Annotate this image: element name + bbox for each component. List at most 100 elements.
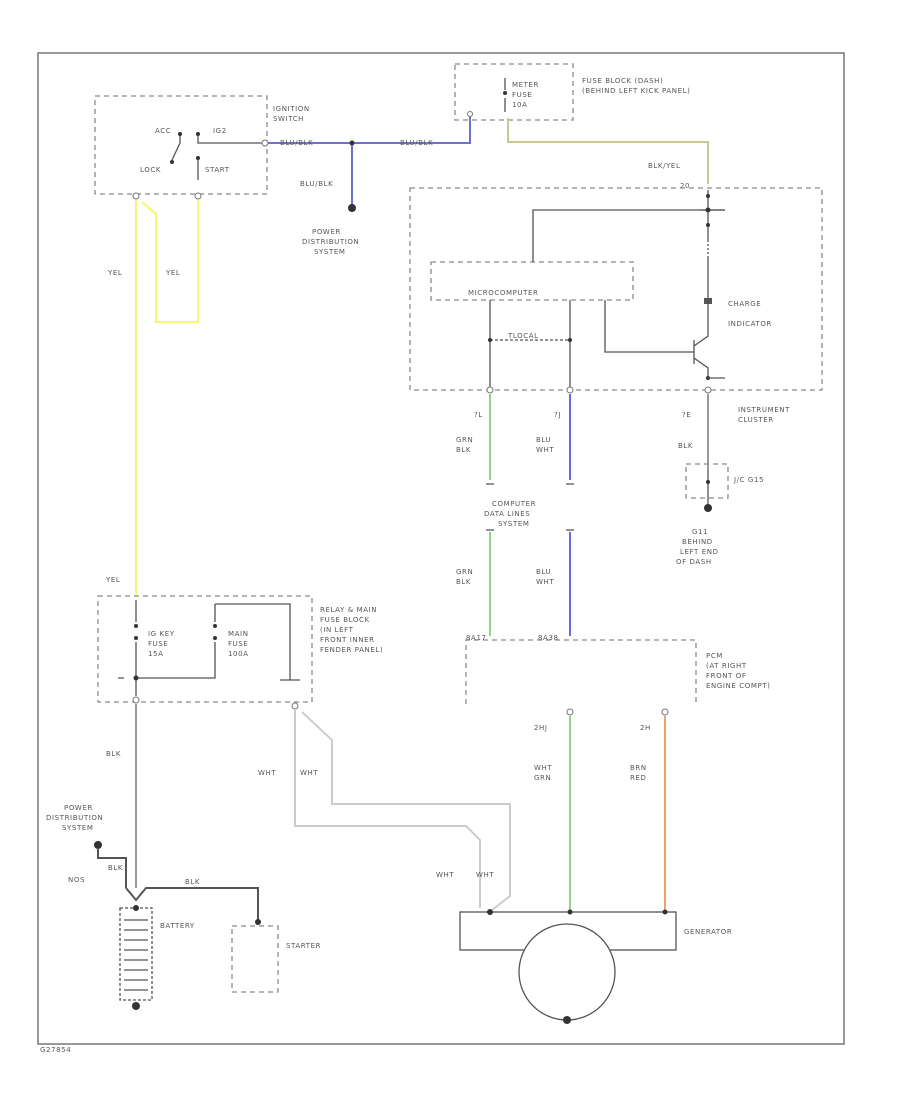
generator: GENERATOR xyxy=(459,909,732,1024)
pcm-pin-1: 8A17 xyxy=(466,634,487,642)
power-dist-bot-2: DISTRIBUTION xyxy=(46,814,103,822)
computer-data-3: SYSTEM xyxy=(498,520,530,528)
wire-wht-c: WHT xyxy=(436,871,454,879)
diagram-frame xyxy=(37,52,845,1045)
ignition-title-1: IGNITION xyxy=(273,105,310,113)
meter-fuse-node xyxy=(503,91,507,95)
relay-title-1: RELAY & MAIN xyxy=(320,606,377,614)
charge-indicator-1: CHARGE xyxy=(728,300,761,308)
wire-ic-grn-2: BLK xyxy=(456,446,471,454)
relay-terminal xyxy=(132,696,140,704)
pcm-box xyxy=(465,639,697,704)
power-dist-bot-3: SYSTEM xyxy=(62,824,94,832)
wire-ic-grn-1: GRN xyxy=(456,436,473,444)
relay-node xyxy=(213,636,217,640)
charge-indicator-lamp xyxy=(704,298,712,304)
ignition-node xyxy=(196,156,200,160)
generator-terminal xyxy=(662,909,668,915)
ignition-acc: ACC xyxy=(155,127,171,135)
battery-ground xyxy=(132,1002,140,1010)
transistor xyxy=(693,304,709,378)
generator-body xyxy=(518,923,616,1021)
ignition-terminal xyxy=(261,139,269,147)
relay-main-bus xyxy=(215,603,291,680)
wire-gen-grn-1: WHT xyxy=(534,764,552,772)
wire-pcm-blu-1: BLU xyxy=(536,568,551,576)
relay-title-5: FENDER PANEL) xyxy=(320,646,383,654)
ignition-contact-1 xyxy=(171,134,181,161)
wire-yel-label-2: YEL xyxy=(165,269,180,277)
cluster-node xyxy=(706,223,710,227)
fuse-block-dash: FUSE BLOCK (DASH) (BEHIND LEFT KICK PANE… xyxy=(454,63,690,121)
wire-label-blu-blk-3: BLU/BLK xyxy=(300,180,333,188)
generator-label: GENERATOR xyxy=(684,928,732,936)
relay-fuse2-line xyxy=(136,604,216,679)
generator-ground xyxy=(563,1016,571,1024)
wire-relay-blk: BLK xyxy=(106,704,137,888)
pcm-title-1: PCM xyxy=(706,652,723,660)
jc-box xyxy=(685,463,729,499)
wire-wht-a: WHT xyxy=(258,769,276,777)
wire-wht: WHT WHT WHT WHT xyxy=(258,710,511,911)
ground-g11-3: LEFT END xyxy=(680,548,719,556)
cluster-pin-mid: ?J xyxy=(554,411,561,419)
starter-terminal xyxy=(255,919,261,925)
wire-ic-blk: BLK xyxy=(678,442,693,450)
gen-pin-1: 2HJ xyxy=(534,724,548,732)
pcm-title-2: (AT RIGHT xyxy=(706,662,747,670)
wire-gen-brn-2: RED xyxy=(630,774,646,782)
cluster-node xyxy=(705,207,711,213)
relay-fuse2-3: 100A xyxy=(228,650,249,658)
wire-yel-label-1: YEL xyxy=(107,269,122,277)
wire-label-blu-blk-1: BLU/BLK xyxy=(280,139,313,147)
ignition-terminal xyxy=(132,192,140,200)
cluster-bus xyxy=(532,209,725,262)
relay-node xyxy=(133,675,139,681)
ignition-terminal xyxy=(194,192,202,200)
fuse-block-title-2: (BEHIND LEFT KICK PANEL) xyxy=(582,87,690,95)
wire-pcm-grn-2: BLK xyxy=(456,578,471,586)
ignition-node xyxy=(196,132,200,136)
wire-label-blu-blk-2: BLU/BLK xyxy=(400,139,433,147)
power-dist-top-1: POWER xyxy=(312,228,341,236)
pcm-title-4: ENGINE COMPT) xyxy=(706,682,771,690)
ground-g11-2: BEHIND xyxy=(682,538,713,546)
ignition-contact-2 xyxy=(197,134,262,144)
wire-ign-to-fuse xyxy=(268,116,471,144)
pcm-pin-2: 8A38 xyxy=(538,634,559,642)
wire-meter-out xyxy=(507,118,709,184)
pcm: PCM (AT RIGHT FRONT OF ENGINE COMPT) 8A1… xyxy=(465,634,771,732)
power-dist-top-3: SYSTEM xyxy=(314,248,346,256)
relay-node xyxy=(134,624,138,628)
relay-fuse2-1: MAIN xyxy=(228,630,249,638)
cluster-title-1: INSTRUMENT xyxy=(738,406,790,414)
meter-fuse-2: FUSE xyxy=(512,91,532,99)
cluster-wires: GRN BLK BLU WHT BLK J/C G15 G11 BEHIND L… xyxy=(456,394,763,636)
fuse-terminal xyxy=(467,111,473,117)
generator-wires: WHT GRN BRN RED xyxy=(534,716,666,910)
wire-ic-blu-1: BLU xyxy=(536,436,551,444)
computer-data-1: COMPUTER xyxy=(492,500,536,508)
comm-node xyxy=(568,338,572,342)
instrument-cluster: INSTRUMENT CLUSTER MICROCOMPUTER CHARGE … xyxy=(409,187,823,424)
wire-gen-grn-2: GRN xyxy=(534,774,551,782)
battery-cells xyxy=(124,919,148,991)
relay-fuse1-2: FUSE xyxy=(148,640,168,648)
wire-wht-outer xyxy=(294,710,481,908)
relay-title-3: (IN LEFT xyxy=(320,626,354,634)
power-dist-top-2: DISTRIBUTION xyxy=(302,238,359,246)
transistor-base-line xyxy=(604,300,694,353)
relay-block-box xyxy=(97,595,313,703)
cluster-pin xyxy=(704,386,712,394)
splice-dot xyxy=(349,140,355,146)
comm-node xyxy=(488,338,492,342)
fuse-block-box xyxy=(454,63,574,121)
wire-gen-brn-1: BRN xyxy=(630,764,647,772)
charge-indicator-2: INDICATOR xyxy=(728,320,772,328)
ignition-switch-box xyxy=(94,95,268,195)
cluster-pin-right: ?E xyxy=(682,411,691,419)
pcm-pin xyxy=(566,708,574,716)
ignition-node xyxy=(178,132,182,136)
wire-yel: YEL YEL YEL xyxy=(105,200,199,596)
